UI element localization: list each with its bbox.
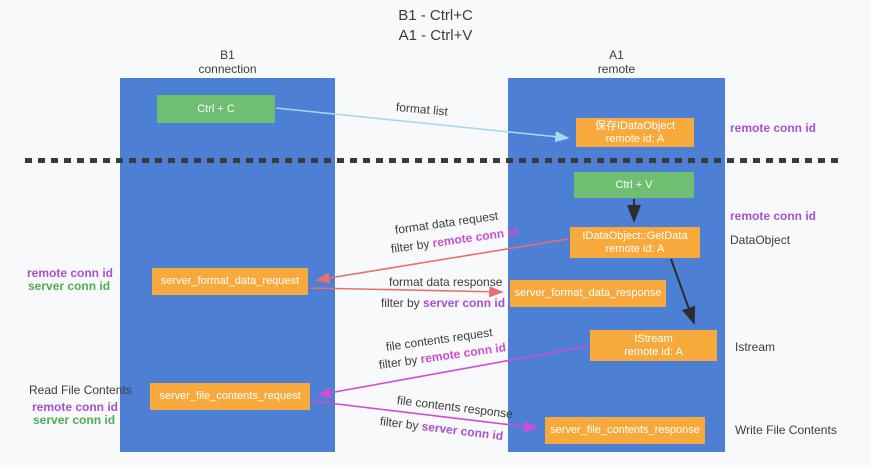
lane-b1-sub: connection — [198, 62, 257, 76]
lane-a1-name: A1 — [609, 48, 624, 62]
lane-header-b1: B1 connection — [120, 48, 335, 76]
label-server-conn-id-mid-left: server conn id — [28, 279, 111, 293]
label-dataobject: DataObject — [730, 233, 791, 247]
node-save-idataobject: 保存IDataObject remote id: A — [576, 118, 694, 147]
node-ctrl-c: Ctrl + C — [157, 95, 275, 123]
title-line-b1: B1 - Ctrl+C — [398, 7, 473, 24]
node-server-file-contents-request: server_file_contents_request — [150, 383, 310, 410]
node-ctrl-c-label: Ctrl + C — [197, 102, 235, 115]
lane-header-a1: A1 remote — [508, 48, 725, 76]
label-remote-conn-id-mid-right: remote conn id — [730, 209, 817, 223]
label-istream: Istream — [735, 340, 776, 354]
filter-by-text: filter by — [379, 414, 423, 434]
node-istream-line2: remote id: A — [624, 345, 683, 358]
node-istream-line1: IStream — [634, 332, 673, 345]
node-file-response-label: server_file_contents_response — [550, 424, 700, 436]
label-remote-conn-id-top-right: remote conn id — [730, 121, 817, 135]
filter-by-text: filter by — [378, 352, 422, 372]
node-ctrl-v-label: Ctrl + V — [615, 178, 653, 191]
flow-label-format-data-response: format data response — [389, 275, 503, 289]
node-format-request-label: server_format_data_request — [160, 275, 300, 287]
node-server-format-data-request: server_format_data_request — [152, 268, 308, 295]
filter-server-conn-id: server conn id — [420, 419, 504, 444]
diagram-title: B1 - Ctrl+C A1 - Ctrl+V — [0, 6, 871, 46]
dashed-divider — [25, 158, 838, 163]
node-getdata-line1: IDataObject::GetData — [582, 229, 688, 242]
node-server-format-data-response: server_format_data_response — [510, 280, 666, 307]
label-remote-conn-id-mid-left: remote conn id — [27, 266, 114, 280]
label-read-file-contents: Read File Contents — [29, 383, 132, 397]
lane-a1-sub: remote — [597, 62, 636, 76]
title-line-a1: A1 - Ctrl+V — [398, 27, 473, 44]
node-save-idataobject-line1: 保存IDataObject — [594, 119, 676, 132]
node-idataobject-getdata: IDataObject::GetData remote id: A — [570, 227, 700, 258]
label-remote-conn-id-bottom-left: remote conn id — [32, 400, 119, 414]
flow-label-format-list: format list — [395, 100, 449, 119]
filter-server-conn-id: server conn id — [423, 296, 506, 310]
node-server-file-contents-response: server_file_contents_response — [545, 417, 705, 444]
node-ctrl-v: Ctrl + V — [574, 172, 694, 198]
flow-label-file-contents-response: file contents response — [396, 393, 514, 422]
flow-label-filter-server-1: filter by server conn id — [381, 296, 505, 310]
lane-b1-name: B1 — [220, 48, 235, 62]
node-format-response-label: server_format_data_response — [514, 287, 662, 299]
label-server-conn-id-bottom-left: server conn id — [33, 413, 116, 427]
node-save-idataobject-line2: remote id: A — [605, 132, 665, 145]
flow-label-filter-server-2: filter by server conn id — [379, 414, 504, 443]
node-istream: IStream remote id: A — [590, 330, 717, 361]
node-file-request-label: server_file_contents_request — [159, 390, 301, 402]
filter-by-text: filter by — [390, 236, 434, 256]
label-write-file-contents: Write File Contents — [735, 423, 837, 437]
filter-by-text: filter by — [381, 296, 424, 310]
node-getdata-line2: remote id: A — [605, 242, 665, 255]
